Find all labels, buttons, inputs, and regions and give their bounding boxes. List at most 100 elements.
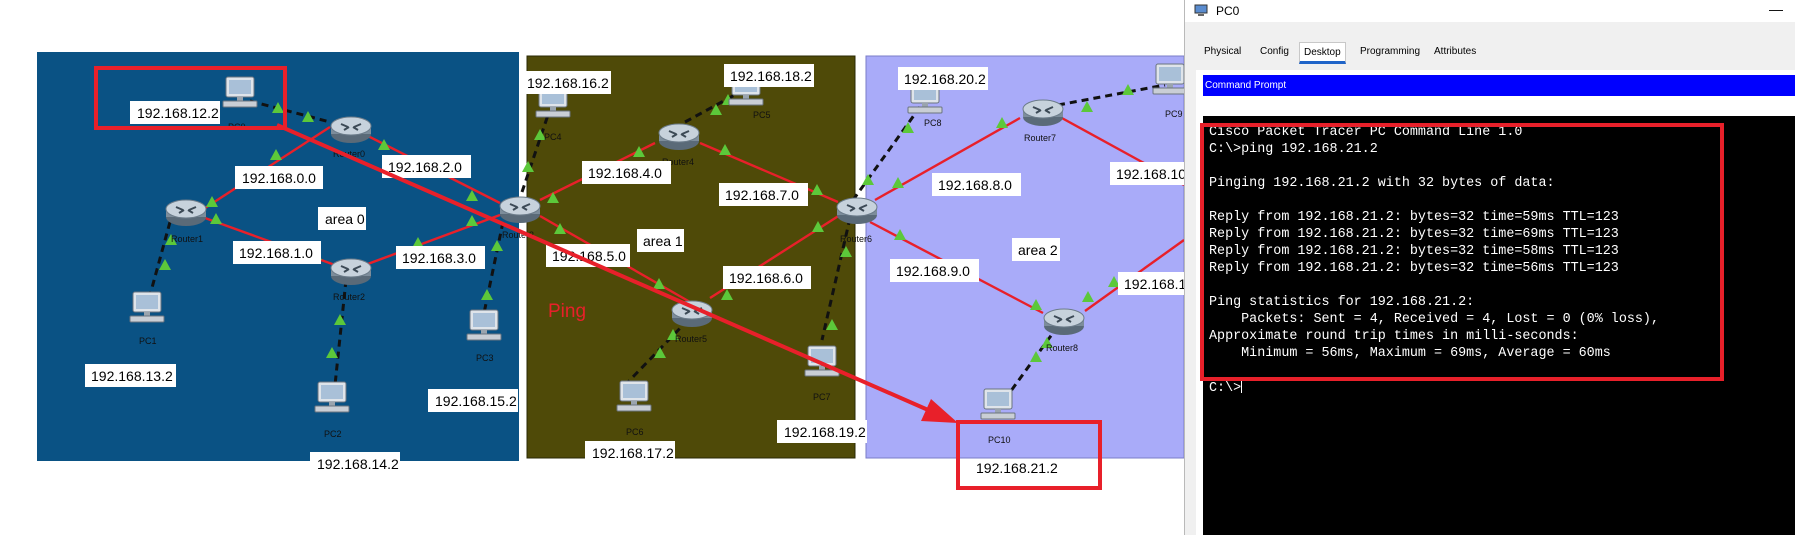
pc2[interactable]: PC2 [314, 381, 350, 439]
router8[interactable]: Router8 [1043, 308, 1085, 353]
ip-label-r7-r9: 192.168.10. [1110, 162, 1190, 185]
svg-text:PC4: PC4 [544, 132, 562, 142]
svg-text:area 1: area 1 [643, 233, 683, 249]
svg-text:PC8: PC8 [924, 118, 942, 128]
terminal-line: Packets: Sent = 4, Received = 4, Lost = … [1209, 312, 1659, 327]
pc10-highlight-box [956, 420, 1102, 490]
svg-text:192.168.1.0: 192.168.1.0 [239, 245, 313, 261]
router0[interactable]: Router0 [330, 116, 372, 159]
pc0-window[interactable]: PC0 — Physical Config Desktop Programmin… [1184, 0, 1795, 535]
window-title: PC0 [1216, 4, 1240, 18]
window-titlebar[interactable]: PC0 — [1185, 0, 1795, 22]
pc8[interactable]: PC8 [907, 82, 943, 128]
svg-text:192.168.4.0: 192.168.4.0 [588, 165, 662, 181]
ip-label-pc4: 192.168.16.2 [521, 71, 611, 94]
area1-label: area 1 [637, 229, 684, 252]
terminal-line: Reply from 192.168.21.2: bytes=32 time=6… [1209, 227, 1619, 242]
svg-text:192.168.2.0: 192.168.2.0 [388, 159, 462, 175]
svg-text:192.168.6.0: 192.168.6.0 [729, 270, 803, 286]
svg-text:PC3: PC3 [476, 353, 494, 363]
svg-text:PC10: PC10 [988, 435, 1011, 445]
terminal-line: Ping statistics for 192.168.21.2: [1209, 295, 1475, 310]
ip-label-pc1: 192.168.13.2 [85, 364, 176, 387]
svg-text:192.168.14.2: 192.168.14.2 [317, 456, 399, 472]
svg-text:PC1: PC1 [139, 336, 157, 346]
terminal-line: Reply from 192.168.21.2: bytes=32 time=5… [1209, 210, 1619, 225]
svg-text:192.168.17.2: 192.168.17.2 [592, 445, 674, 461]
command-prompt-header: Command Prompt [1203, 75, 1795, 96]
svg-text:192.168.0.0: 192.168.0.0 [242, 170, 316, 186]
router2[interactable]: Router2 [330, 258, 372, 302]
pc3[interactable]: PC3 [466, 309, 502, 363]
svg-text:192.168.13.2: 192.168.13.2 [91, 368, 173, 384]
tab-config[interactable]: Config [1260, 46, 1289, 57]
ip-label-r6-r7: 192.168.8.0 [932, 173, 1021, 196]
ip-label-pc5: 192.168.18.2 [724, 64, 814, 87]
router7[interactable]: Router7 [1022, 99, 1064, 143]
ip-label-r6-r8: 192.168.9.0 [890, 259, 979, 282]
svg-text:Router4: Router4 [662, 157, 694, 167]
pc6[interactable]: PC6 [616, 380, 652, 437]
ip-label-r0-r3: 192.168.2.0 [382, 155, 471, 178]
svg-text:Router5: Router5 [675, 334, 707, 344]
terminal-highlight-box [1200, 123, 1724, 381]
svg-text:Router8: Router8 [1046, 343, 1078, 353]
command-prompt-terminal[interactable]: Cisco Packet Tracer PC Command Line 1.0 … [1203, 116, 1795, 535]
tab-desktop[interactable]: Desktop [1299, 42, 1346, 64]
pc10[interactable]: PC10 [980, 388, 1016, 445]
terminal-line: C:\>ping 192.168.21.2 [1209, 142, 1378, 157]
pc1[interactable]: PC1 [129, 291, 165, 346]
ip-label-pc2: 192.168.14.2 [310, 452, 400, 475]
area0-label: area 0 [318, 207, 366, 230]
minimize-icon[interactable]: — [1769, 1, 1783, 17]
svg-text:PC5: PC5 [753, 110, 771, 120]
svg-text:Router1: Router1 [171, 234, 203, 244]
terminal-output: Cisco Packet Tracer PC Command Line 1.0 … [1209, 124, 1659, 397]
ip-label-r8-r9: 192.168.11 [1118, 272, 1193, 295]
svg-text:PC6: PC6 [626, 427, 644, 437]
desktop-panel: Command Prompt Cisco Packet Tracer PC Co… [1196, 70, 1795, 535]
ip-label-pc3: 192.168.15.2 [428, 389, 518, 412]
area2-label: area 2 [1012, 238, 1060, 261]
svg-text:192.168.20.2: 192.168.20.2 [904, 71, 986, 87]
ip-label-r3-r4: 192.168.4.0 [582, 161, 671, 184]
pc4[interactable]: PC4 [535, 86, 571, 142]
svg-text:192.168.9.0: 192.168.9.0 [896, 263, 970, 279]
terminal-line: Minimum = 56ms, Maximum = 69ms, Average … [1209, 346, 1611, 361]
svg-text:Router6: Router6 [840, 234, 872, 244]
svg-text:Router7: Router7 [1024, 133, 1056, 143]
pc9[interactable]: PC9 [1152, 63, 1188, 119]
svg-text:192.168.7.0: 192.168.7.0 [725, 187, 799, 203]
svg-text:192.168.15.2: 192.168.15.2 [435, 393, 517, 409]
svg-text:192.168.21.2: 192.168.21.2 [976, 460, 1058, 476]
terminal-line: Reply from 192.168.21.2: bytes=32 time=5… [1209, 244, 1619, 259]
pc5[interactable]: PC5 [728, 74, 771, 120]
ip-label-r2-r3: 192.168.3.0 [396, 246, 485, 269]
ip-label-pc6: 192.168.17.2 [585, 441, 675, 464]
router1[interactable]: Router1 [165, 199, 207, 244]
ping-annotation: Ping [548, 301, 586, 322]
ip-label-r5-r6: 192.168.6.0 [723, 266, 811, 289]
tab-attributes[interactable]: Attributes [1434, 46, 1477, 57]
ip-label-pc8: 192.168.20.2 [898, 67, 988, 90]
terminal-line: Reply from 192.168.21.2: bytes=32 time=5… [1209, 261, 1619, 276]
svg-text:192.168.11: 192.168.11 [1124, 276, 1193, 292]
ping-arrow [276, 123, 958, 423]
router5[interactable]: Router5 [671, 300, 713, 344]
tab-physical[interactable]: Physical [1204, 46, 1242, 57]
terminal-line: C:\> [1209, 381, 1242, 396]
router6[interactable]: Router6 [836, 197, 878, 244]
terminal-line: Pinging 192.168.21.2 with 32 bytes of da… [1209, 176, 1555, 191]
pc7[interactable]: PC7 [804, 345, 840, 402]
tab-programming[interactable]: Programming [1360, 46, 1421, 57]
svg-text:192.168.16.2: 192.168.16.2 [527, 75, 609, 91]
router4[interactable]: Router4 [658, 123, 700, 167]
ip-label-pc7: 192.168.19.2 [777, 420, 867, 443]
svg-text:Router3: Router3 [502, 230, 534, 240]
ip-label-pc10: 192.168.21.2 [976, 460, 1058, 476]
pc0-highlight-box [94, 66, 287, 130]
svg-text:PC2: PC2 [324, 429, 342, 439]
ip-label-r4-r6: 192.168.7.0 [719, 183, 808, 206]
router3[interactable]: Router3 [499, 196, 541, 240]
